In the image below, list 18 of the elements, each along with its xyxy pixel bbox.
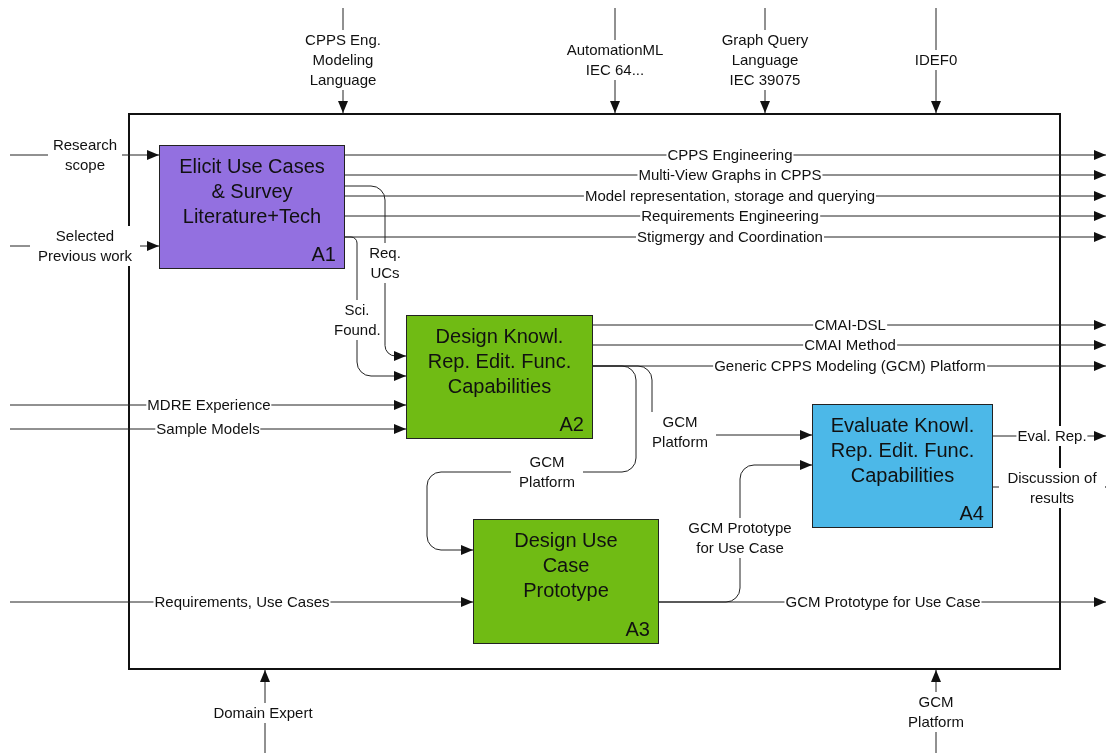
edge-label: IDEF0	[913, 50, 959, 70]
edge-label: Discussion of results	[999, 468, 1105, 508]
node-number: A2	[559, 412, 584, 436]
edge-label: Domain Expert	[212, 703, 314, 723]
edge-label: Eval. Rep.	[1016, 426, 1088, 446]
process-box	[473, 519, 659, 644]
process-title: Evaluate Knowl. Rep. Edit. Func. Capabilities	[829, 413, 976, 488]
process-title: Design Use Case Prototype	[513, 528, 619, 603]
process-box	[159, 145, 345, 269]
node-number: A4	[959, 501, 984, 525]
process-box	[812, 404, 993, 528]
edge-label: Sci. Found.	[333, 300, 381, 340]
edge-label: Selected Previous work	[30, 226, 140, 266]
node-number: A1	[311, 242, 336, 266]
process-box	[406, 315, 593, 439]
process-title: Design Knowl. Rep. Edit. Func. Capabilities	[426, 324, 573, 399]
process-title: Elicit Use Cases & Survey Literature+Tech	[178, 154, 326, 229]
node-number: A3	[625, 617, 650, 641]
